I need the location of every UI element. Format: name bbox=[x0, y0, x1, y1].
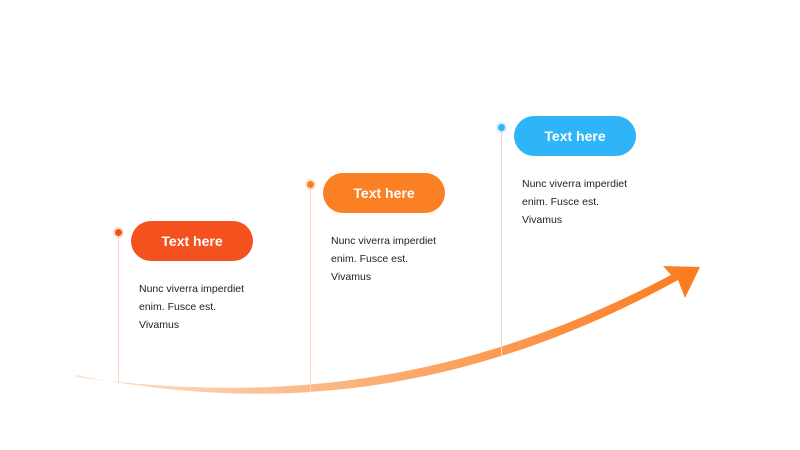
step-2-description: Nunc viverra imperdiet enim. Fusce est. … bbox=[331, 232, 471, 286]
step-3-title-pill: Text here bbox=[514, 116, 636, 156]
step-3-description-line: Vivamus bbox=[522, 214, 563, 226]
step-2-stem-line bbox=[310, 188, 311, 392]
step-2-title-pill: Text here bbox=[323, 173, 445, 213]
step-1-description-line: enim. Fusce est. bbox=[139, 301, 217, 313]
step-3-description-line: Nunc viverra imperdiet bbox=[522, 178, 628, 190]
step-3-description: Nunc viverra imperdiet enim. Fusce est. … bbox=[522, 175, 662, 229]
step-2-marker-dot bbox=[307, 181, 314, 188]
step-3-description-line: enim. Fusce est. bbox=[522, 196, 600, 208]
step-1-title-pill: Text here bbox=[131, 221, 253, 261]
step-2-description-line: Vivamus bbox=[331, 271, 372, 283]
step-2-description-line: Nunc viverra imperdiet bbox=[331, 235, 437, 247]
step-2-description-line: enim. Fusce est. bbox=[331, 253, 409, 265]
step-1-description-line: Vivamus bbox=[139, 319, 180, 331]
step-1-description-line: Nunc viverra imperdiet bbox=[139, 283, 245, 295]
step-3-marker-dot bbox=[498, 124, 505, 131]
step-3-stem-line bbox=[501, 131, 502, 357]
step-1-marker-dot bbox=[115, 229, 122, 236]
step-1-description: Nunc viverra imperdiet enim. Fusce est. … bbox=[139, 280, 279, 334]
step-1-stem-line bbox=[118, 236, 119, 383]
